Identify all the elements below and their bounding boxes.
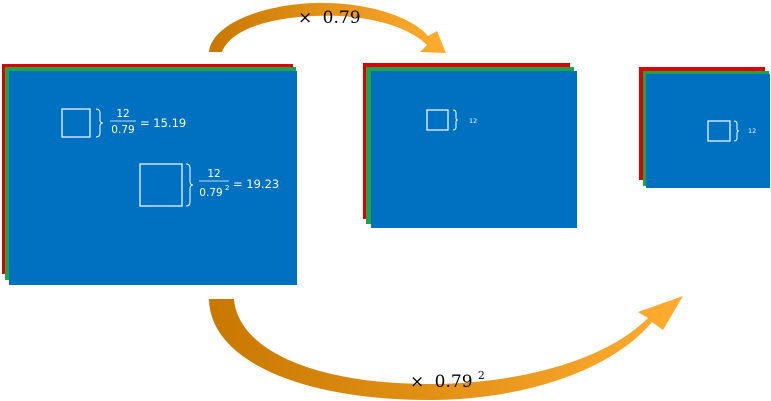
level-3-size-label: 12: [748, 127, 756, 135]
bottom-arrow-label: × 0.79 2: [410, 369, 485, 392]
level-1-large-numerator: 12: [207, 168, 220, 180]
top-arrow-body: [209, 2, 446, 53]
level-2-brace: [452, 109, 459, 131]
bottom-arrow-body: [209, 296, 683, 400]
level-1-small-denominator: 0.79: [111, 124, 134, 136]
level-1-large-denominator-exponent: 2: [225, 184, 229, 192]
top-arrow-label-times: ×: [298, 8, 312, 28]
level-3-window: [707, 120, 731, 142]
top-arrow-label-value: 0.79: [323, 8, 361, 28]
pyramid-level-3: 12: [639, 67, 770, 188]
pyramid-level-2: 12: [363, 63, 577, 228]
level-1-small-result: = 15.19: [140, 116, 186, 130]
bottom-arrow-label-value: 0.79: [435, 372, 473, 392]
level-2-size-label: 12: [469, 117, 477, 125]
level-1-small-brace: [95, 108, 104, 138]
bottom-arrow-label-exponent: 2: [478, 369, 485, 382]
level-1-blue-layer: [9, 71, 297, 285]
bottom-scale-arrow: [209, 296, 683, 400]
level-1-small-numerator: 12: [116, 108, 129, 120]
level-1-large-window: [139, 163, 183, 207]
level-1-large-denominator: 0.79: [199, 187, 222, 199]
level-1-large-brace: [185, 163, 194, 207]
level-3-brace: [733, 120, 740, 142]
level-2-blue-layer: [371, 71, 577, 228]
level-2-window: [426, 109, 449, 131]
bottom-arrow-label-times: ×: [410, 372, 424, 392]
level-1-large-result: = 19.23: [233, 177, 279, 191]
top-scale-arrow: [209, 2, 446, 53]
level-1-small-window: [61, 108, 91, 138]
pyramid-level-1: 12 0.79 = 15.19 12 0.79 2 = 19.23: [2, 64, 297, 285]
top-arrow-label: × 0.79: [298, 8, 361, 28]
